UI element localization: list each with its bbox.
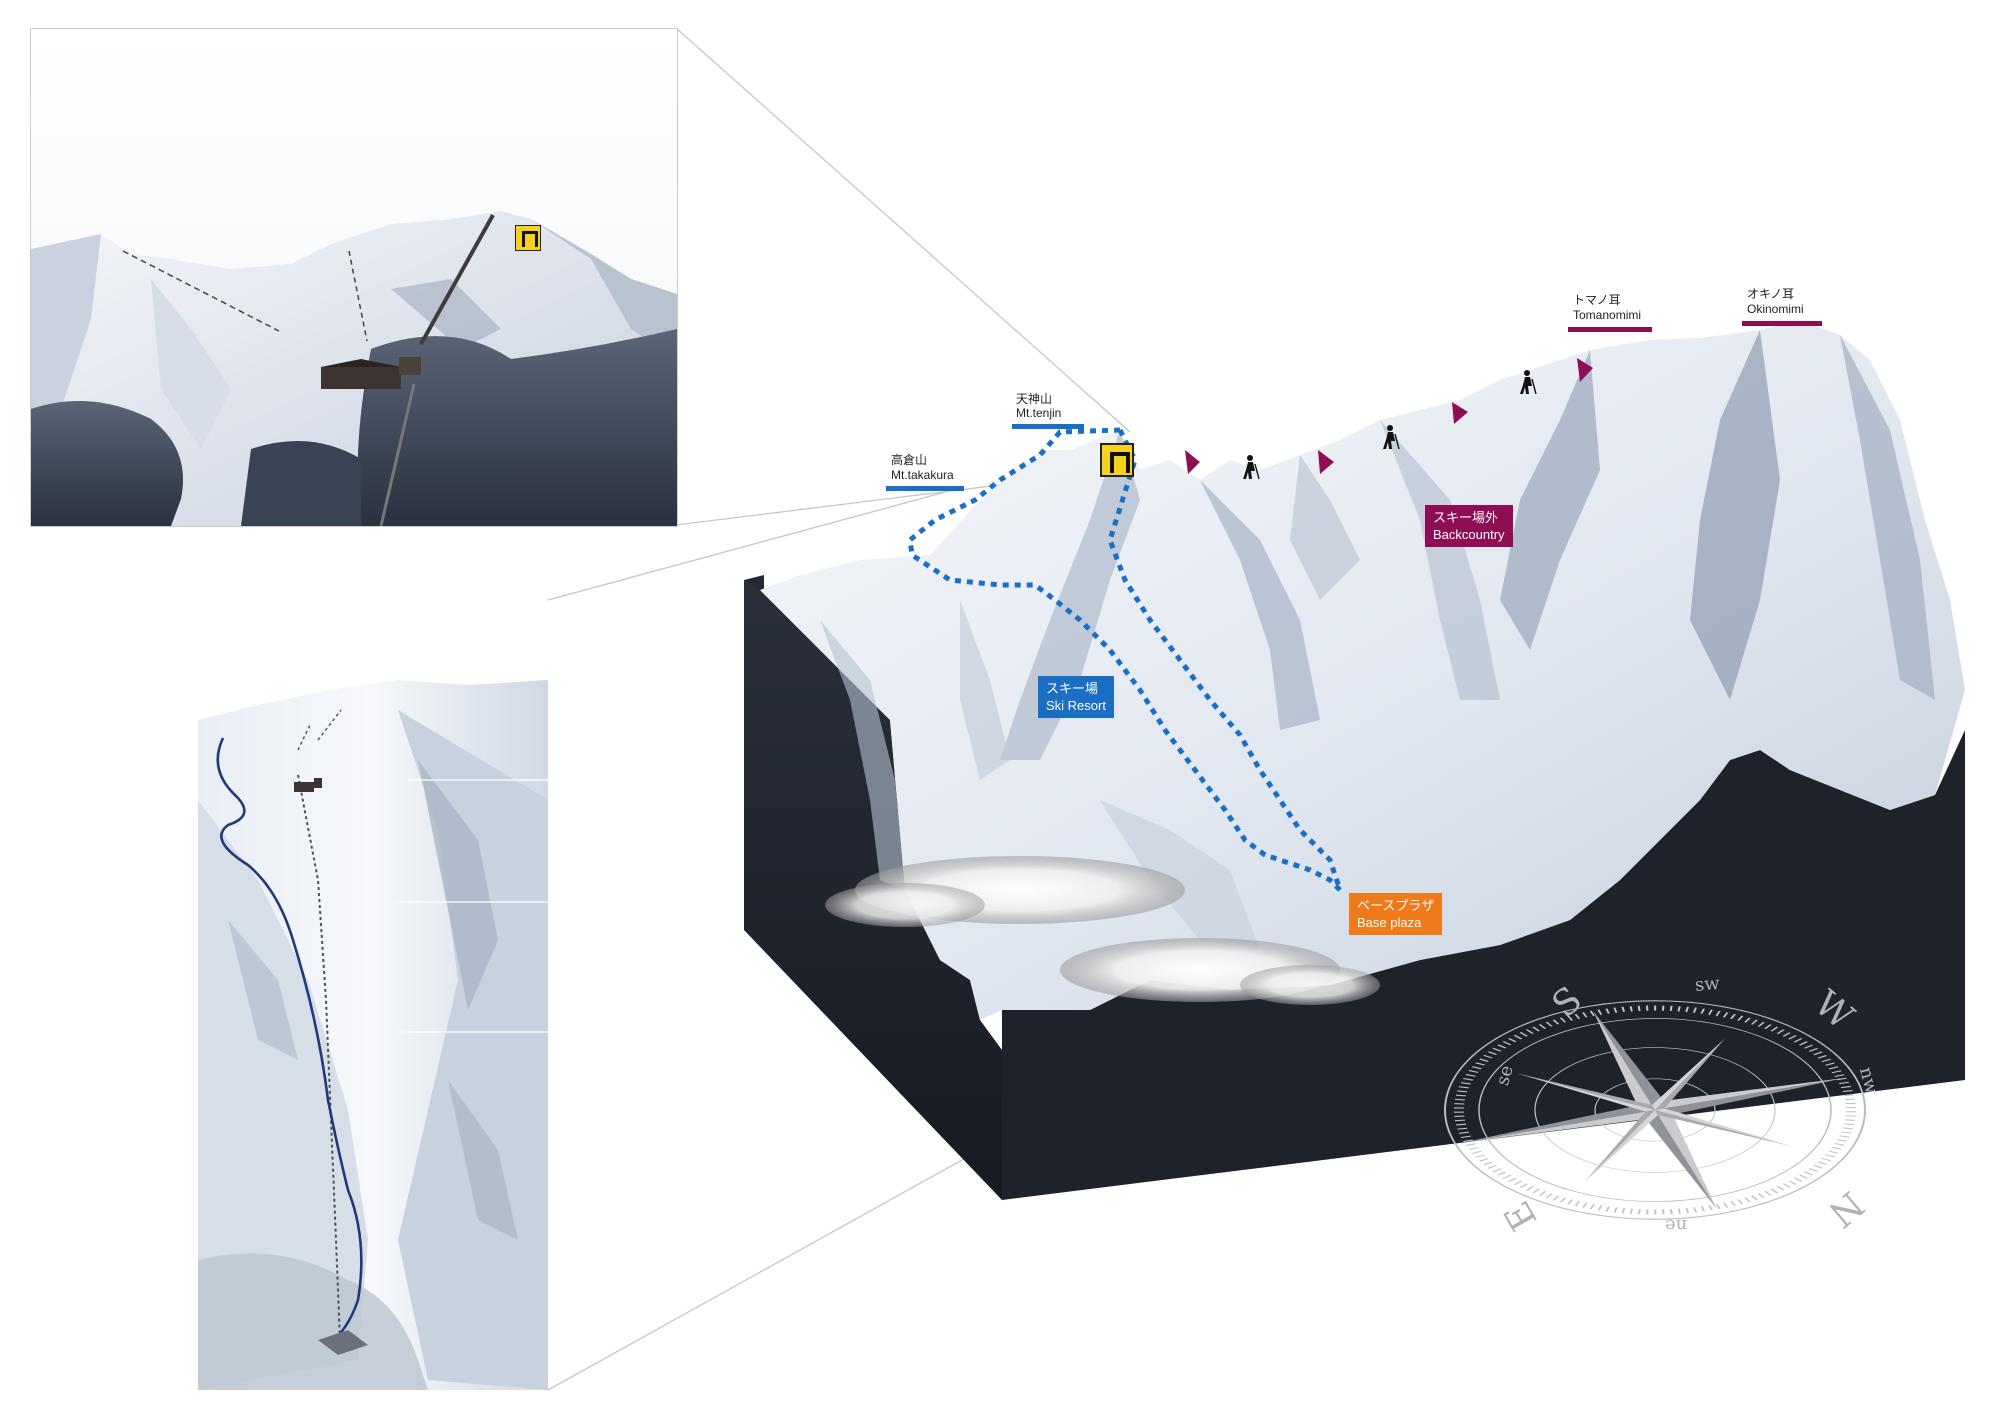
backcountry-label-en: Backcountry <box>1433 527 1505 542</box>
summit-inset-photo <box>30 28 678 527</box>
peak-name-okinomimi-en: Okinomimi <box>1747 302 1804 316</box>
backcountry-label: スキー場外 Backcountry <box>1425 505 1513 547</box>
peak-name-tomanomimi-en: Tomanomimi <box>1573 308 1642 322</box>
peak-name-takakura-en: Mt.takakura <box>891 468 954 482</box>
peak-name-okinomimi-jp: オキノ耳 <box>1747 287 1795 301</box>
hiker-icon <box>1520 370 1537 395</box>
flag-triangle-icon <box>1452 402 1468 424</box>
peak-name-tomanomimi-jp: トマノ耳 <box>1573 293 1621 307</box>
compass-sw: sw <box>1694 972 1721 997</box>
compass-rose-icon: S sw W nw N ne E se <box>1390 970 1890 1250</box>
peak-bar-okinomimi <box>1742 321 1822 326</box>
peak-name-takakura-jp: 高倉山 <box>891 453 928 467</box>
peak-name-tenjin-en: Mt.tenjin <box>1016 406 1062 420</box>
base-plaza-label-jp: ベースプラザ <box>1357 898 1435 913</box>
ski-resort-label-jp: スキー場 <box>1046 681 1099 696</box>
ski-resort-label: スキー場 Ski Resort <box>1038 676 1114 718</box>
flag-triangle-icon <box>1577 358 1593 382</box>
hiker-icon <box>1243 455 1260 480</box>
hiker-icon <box>1383 425 1400 450</box>
gate-marker-icon <box>515 225 541 251</box>
ski-resort-label-en: Ski Resort <box>1046 698 1106 713</box>
base-plaza-label-en: Base plaza <box>1357 915 1422 930</box>
valley-inset-photo <box>198 680 548 1390</box>
base-plaza-label: ベースプラザ Base plaza <box>1349 893 1443 935</box>
peak-bar-tenjin <box>1012 424 1084 429</box>
peak-bar-takakura <box>886 486 964 491</box>
peak-bar-tomanomimi <box>1568 327 1652 332</box>
compass-ne: ne <box>1665 1215 1688 1236</box>
ski-resort-boundary <box>907 427 1342 892</box>
flag-triangle-icon <box>1318 450 1334 474</box>
flag-triangle-icon <box>1185 450 1200 474</box>
gate-marker-icon <box>1100 443 1134 477</box>
peak-name-tenjin-jp: 天神山 <box>1016 392 1053 406</box>
backcountry-label-jp: スキー場外 <box>1433 510 1499 525</box>
